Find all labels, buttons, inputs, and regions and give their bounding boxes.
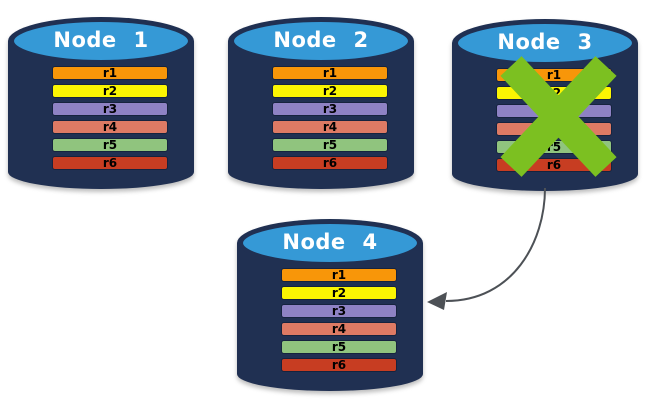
node-title: Node 3 xyxy=(497,30,593,54)
failover-arrow-line xyxy=(445,187,546,302)
replica-rows: r1 r2 r3 r4 r5 r6 xyxy=(272,66,388,170)
replica-row: r1 xyxy=(281,268,397,282)
cylinder-top xyxy=(454,20,636,66)
replica-row: r2 xyxy=(52,84,168,98)
replica-row: r4 xyxy=(281,322,397,336)
replica-row: r4 xyxy=(52,120,168,134)
replica-row: r6 xyxy=(52,156,168,170)
replica-row: r2 xyxy=(272,84,388,98)
replica-row: r6 xyxy=(272,156,388,170)
replica-row: r4 xyxy=(272,120,388,134)
node-title: Node 1 xyxy=(53,28,149,52)
cylinder-top xyxy=(10,18,192,64)
replica-row: r3 xyxy=(272,102,388,116)
failover-arrow xyxy=(427,187,546,310)
replica-row: r5 xyxy=(52,138,168,152)
replica-row: r5 xyxy=(281,340,397,354)
replica-rows: r1 r2 r3 r4 r5 r6 xyxy=(52,66,168,170)
replica-rows: r1 r2 r3 r4 r5 r6 xyxy=(281,268,397,372)
replica-row: r6 xyxy=(281,358,397,372)
node-1: Node 1 r1 r2 r3 r4 r5 r6 xyxy=(8,8,194,190)
node-title: Node 2 xyxy=(273,28,369,52)
node-title: Node 4 xyxy=(282,230,378,254)
replica-row: r5 xyxy=(272,138,388,152)
cylinder-top xyxy=(230,18,412,64)
node-2: Node 2 r1 r2 r3 r4 r5 r6 xyxy=(228,8,414,190)
replica-row: r1 xyxy=(272,66,388,80)
failover-arrowhead-icon xyxy=(427,292,447,310)
replica-row: r3 xyxy=(281,304,397,318)
node-4: Node 4 r1 r2 r3 r4 r5 r6 xyxy=(237,210,423,392)
replica-row: r2 xyxy=(281,286,397,300)
node-3: Node 3 r1 r2 r3 r4 r5 r6 xyxy=(452,10,638,192)
failure-cross-icon xyxy=(500,56,617,177)
replica-row: r3 xyxy=(52,102,168,116)
cylinder-top xyxy=(239,220,421,266)
replica-row: r1 xyxy=(52,66,168,80)
